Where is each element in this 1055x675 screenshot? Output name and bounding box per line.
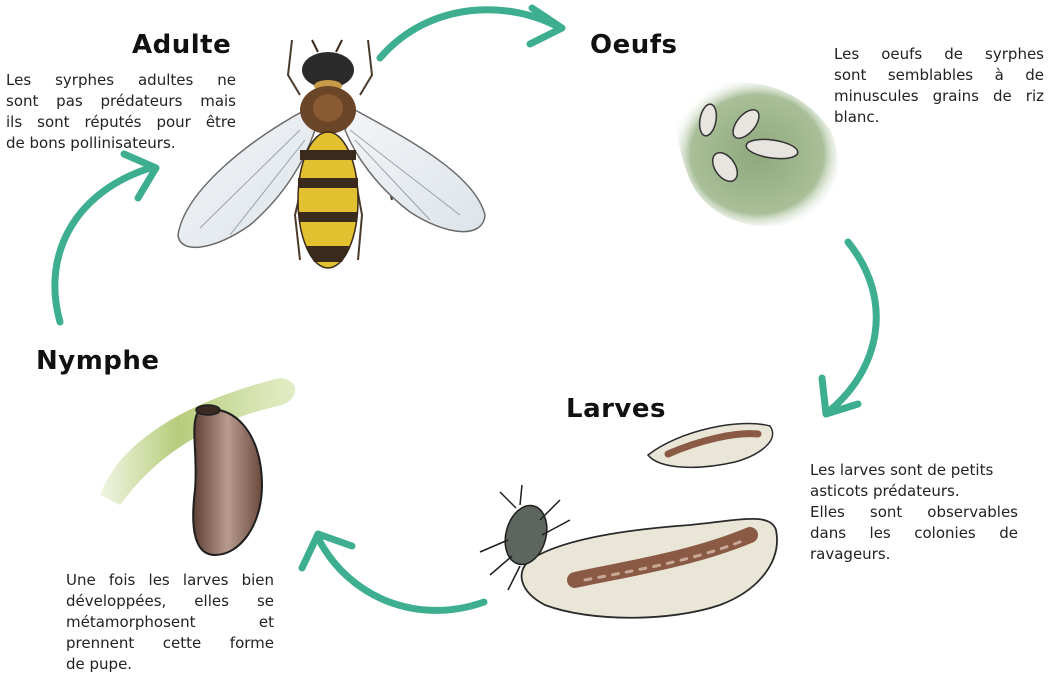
- larvae-icon: [522, 424, 777, 618]
- larvae-desc-line: ravageurs.: [810, 544, 1018, 565]
- larvae-title: Larves: [566, 394, 666, 424]
- pupa-desc-line: métamorphosent et: [66, 612, 274, 633]
- adult-desc-line: de bons pollinisateurs.: [6, 133, 236, 154]
- larvae-desc-line: asticots prédateurs.: [810, 481, 1018, 502]
- adult-desc-line: ils sont réputés pour être: [6, 112, 236, 133]
- pupa-title: Nymphe: [36, 346, 160, 376]
- eggs-title: Oeufs: [590, 30, 678, 60]
- eggs-desc-line: blanc.: [834, 107, 1044, 128]
- adult-description: Les syrphes adultes ne sont pas prédateu…: [6, 70, 236, 154]
- pupa-icon: [100, 378, 295, 555]
- adult-title: Adulte: [132, 30, 231, 60]
- pupa-desc-line: de pupe.: [66, 654, 274, 675]
- cycle-arrow-icon: [822, 242, 876, 414]
- pupa-description: Une fois les larves bien développées, el…: [66, 570, 274, 675]
- eggs-desc-line: sont semblables à de: [834, 65, 1044, 86]
- cycle-arrow-icon: [380, 8, 562, 58]
- cycle-arrow-icon: [55, 154, 156, 322]
- cycle-arrow-icon: [302, 534, 484, 610]
- larvae-description: Les larves sont de petits asticots préda…: [810, 460, 1018, 565]
- eggs-description: Les oeufs de syrphes sont semblables à d…: [834, 44, 1044, 128]
- adult-desc-line: Les syrphes adultes ne: [6, 70, 236, 91]
- eggs-desc-line: minuscules grains de riz: [834, 86, 1044, 107]
- adult-desc-line: sont pas prédateurs mais: [6, 91, 236, 112]
- pupa-desc-line: Une fois les larves bien: [66, 570, 274, 591]
- eggs-desc-line: Les oeufs de syrphes: [834, 44, 1044, 65]
- larvae-desc-line: Elles sont observables: [810, 502, 1018, 523]
- larvae-desc-line: dans les colonies de: [810, 523, 1018, 544]
- pupa-desc-line: prennent cette forme: [66, 633, 274, 654]
- eggs-on-leaf-icon: [677, 82, 838, 226]
- pupa-desc-line: développées, elles se: [66, 591, 274, 612]
- larvae-desc-line: Les larves sont de petits: [810, 460, 1018, 481]
